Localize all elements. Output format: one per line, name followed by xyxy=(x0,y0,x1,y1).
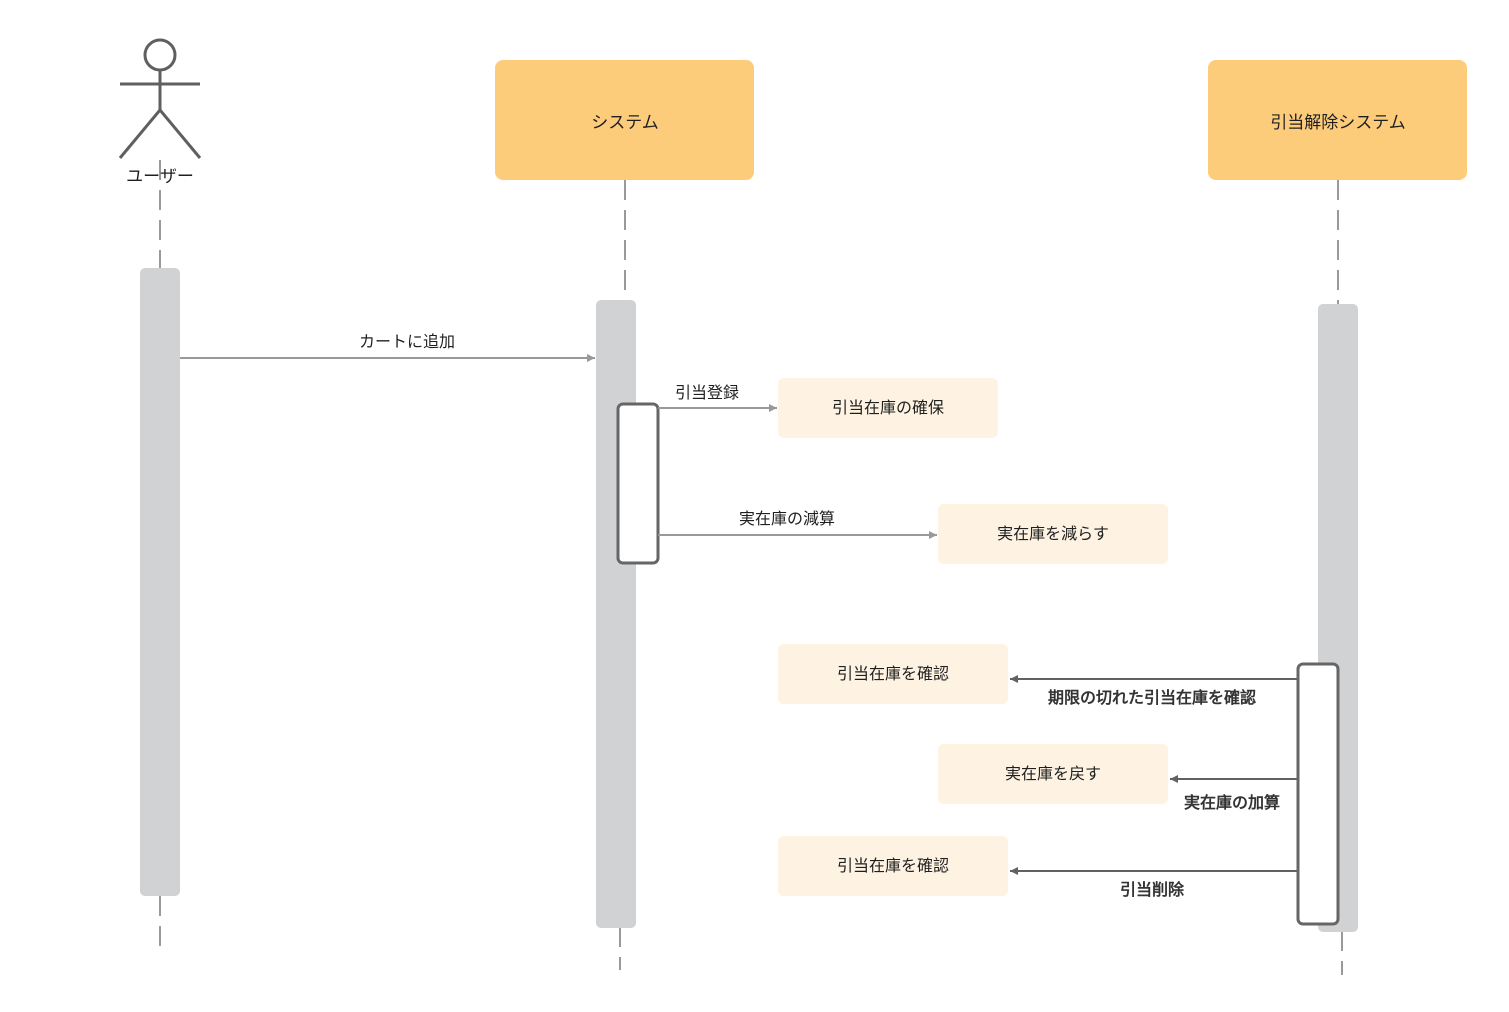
note-secure[interactable]: 引当在庫の確保 xyxy=(778,378,998,438)
lifeline-bar-user xyxy=(140,268,180,896)
note-check-1-label: 引当在庫を確認 xyxy=(837,664,949,683)
message-check-expired[interactable]: 期限の切れた引当在庫を確認 xyxy=(1010,675,1297,707)
message-add-to-cart-label: カートに追加 xyxy=(359,332,455,351)
participant-release-system-box xyxy=(1208,60,1467,180)
message-stock-subtract[interactable]: 実在庫の減算 xyxy=(658,509,937,539)
note-check-2[interactable]: 引当在庫を確認 xyxy=(778,836,1008,896)
participant-release-system[interactable]: 引当解除システム xyxy=(1208,60,1467,180)
message-stock-subtract-label: 実在庫の減算 xyxy=(739,509,835,528)
lifeline-system xyxy=(619,180,626,970)
participant-release-system-label: 引当解除システム xyxy=(1270,113,1406,133)
message-stock-add[interactable]: 実在庫の加算 xyxy=(1170,775,1297,812)
actor-user[interactable]: ユーザー xyxy=(118,38,202,187)
participant-system[interactable]: システム xyxy=(495,60,754,180)
lifeline-bar-system xyxy=(596,300,636,928)
message-allocation-delete[interactable]: 引当削除 xyxy=(1010,867,1297,899)
activation-system xyxy=(616,402,660,565)
note-check-2-label: 引当在庫を確認 xyxy=(837,856,949,875)
activation-release-system xyxy=(1296,662,1340,926)
participant-system-box xyxy=(495,60,754,180)
message-allocation-delete-label: 引当削除 xyxy=(1120,880,1185,899)
note-check-1[interactable]: 引当在庫を確認 xyxy=(778,644,1008,704)
note-reduce[interactable]: 実在庫を減らす xyxy=(938,504,1168,564)
message-add-to-cart[interactable]: カートに追加 xyxy=(180,332,595,362)
message-allocation-register-label: 引当登録 xyxy=(675,383,739,402)
note-return[interactable]: 実在庫を戻す xyxy=(938,744,1168,804)
message-stock-add-label: 実在庫の加算 xyxy=(1184,793,1280,812)
message-allocation-register[interactable]: 引当登録 xyxy=(658,383,777,412)
note-secure-label: 引当在庫の確保 xyxy=(832,398,944,417)
note-reduce-label: 実在庫を減らす xyxy=(997,524,1109,543)
participant-system-label: システム xyxy=(591,113,659,133)
message-check-expired-label: 期限の切れた引当在庫を確認 xyxy=(1048,688,1256,707)
lifeline-release-system xyxy=(1337,180,1343,975)
actor-stick-figure-icon xyxy=(118,38,202,159)
note-return-label: 実在庫を戻す xyxy=(1005,764,1101,783)
actor-user-label: ユーザー xyxy=(126,167,194,187)
